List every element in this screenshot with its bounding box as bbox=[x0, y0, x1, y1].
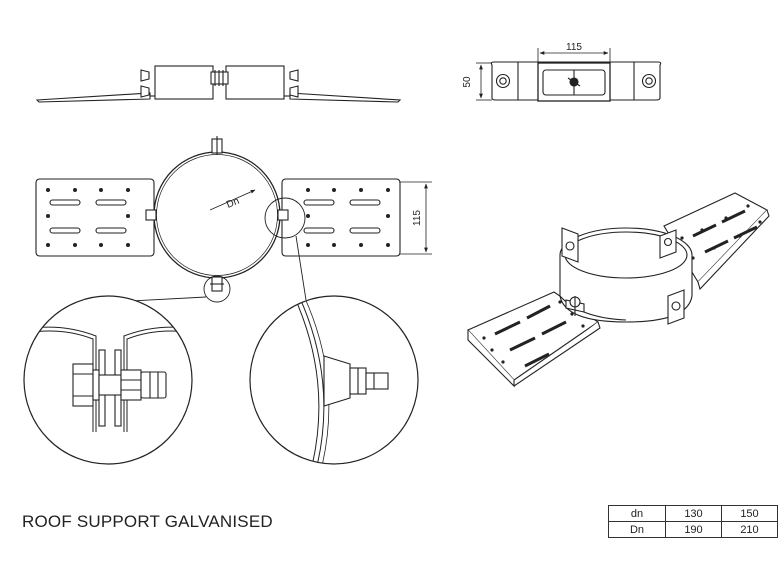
iso-right-slots bbox=[692, 209, 758, 254]
detail-nut-view bbox=[249, 295, 419, 465]
table-row: dn 130 150 bbox=[608, 505, 778, 522]
dimension-table: dn 130 150 Dn 190 210 bbox=[608, 505, 778, 538]
front-elevation-view bbox=[35, 65, 402, 103]
top-view bbox=[490, 61, 662, 102]
dimension-top-height bbox=[476, 62, 492, 101]
dimension-top-width bbox=[537, 48, 611, 63]
right-plate-slots bbox=[303, 199, 381, 234]
dimension-label-115-top: 115 bbox=[566, 42, 582, 53]
dimension-side-height bbox=[400, 181, 432, 255]
dimension-label-50: 50 bbox=[462, 76, 473, 88]
diameter-label: Dn bbox=[225, 196, 241, 211]
table-row: Dn 190 210 bbox=[608, 521, 778, 538]
table-row-label: Dn bbox=[608, 521, 666, 538]
table-cell: 210 bbox=[721, 521, 778, 538]
plan-view bbox=[35, 136, 401, 304]
dimension-label-115-side: 115 bbox=[412, 210, 423, 226]
left-plate-holes bbox=[46, 188, 130, 247]
isometric-view bbox=[467, 192, 770, 388]
table-row-label: dn bbox=[608, 505, 666, 522]
iso-left-holes bbox=[482, 300, 585, 364]
table-cell: 190 bbox=[665, 521, 722, 538]
table-cell: 130 bbox=[665, 505, 722, 522]
table-cell: 150 bbox=[721, 505, 778, 522]
drawing-title: ROOF SUPPORT GALVANISED bbox=[22, 512, 273, 531]
detail-bolt-view bbox=[23, 295, 193, 465]
iso-left-slots bbox=[494, 304, 567, 368]
left-plate-slots bbox=[49, 199, 127, 234]
right-plate-holes bbox=[306, 188, 390, 247]
